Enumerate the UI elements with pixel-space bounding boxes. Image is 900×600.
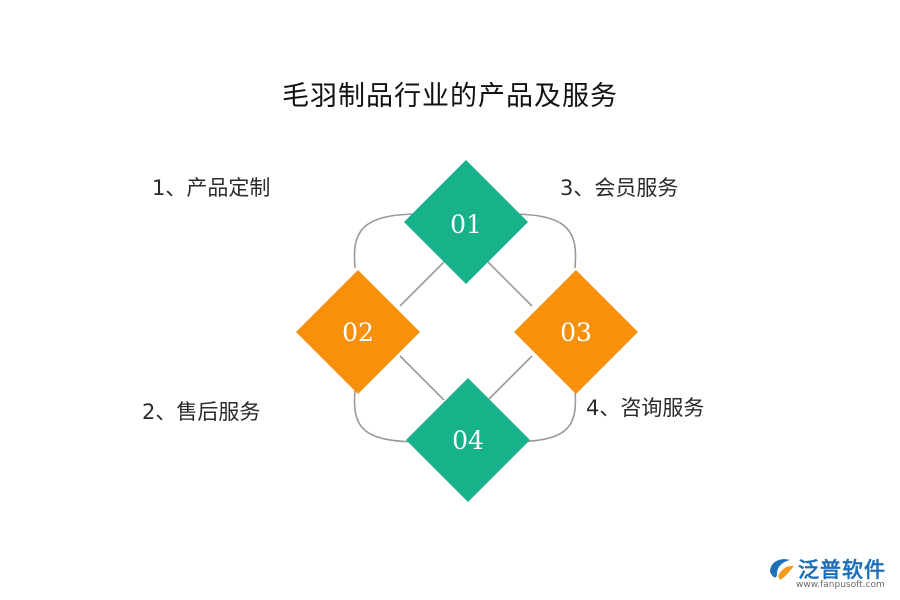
connector-outer-bottom-left	[353, 389, 423, 443]
diamond-node-01: 01	[404, 160, 528, 284]
diamond-shape	[404, 160, 528, 284]
connector-outer-top-left	[353, 213, 421, 269]
label-item-3: 3、会员服务	[560, 176, 679, 200]
page-title: 毛羽制品行业的产品及服务	[282, 81, 618, 112]
diamond-number: 03	[560, 318, 592, 347]
label-item-4: 4、咨询服务	[586, 396, 705, 420]
diamond-node-03: 03	[514, 270, 638, 394]
label-item-2: 2、售后服务	[142, 400, 261, 424]
connector-inner-bottom-right	[487, 355, 533, 401]
connector-inner-top-left	[399, 261, 445, 307]
connector-inner-top-right	[487, 261, 533, 307]
diamond-number: 02	[342, 318, 374, 347]
connector-inner-bottom-left	[399, 355, 445, 401]
diamond-number: 01	[450, 210, 482, 239]
brand-name: 泛普软件	[798, 558, 886, 582]
label-item-1: 1、产品定制	[152, 176, 271, 200]
diamond-number: 04	[452, 426, 484, 455]
fanpu-logo-icon	[770, 559, 794, 580]
connector-outer-top-right	[509, 213, 577, 269]
diamond-node-04: 04	[406, 378, 530, 502]
brand-logo: 泛普软件 www.fanpusoft.com	[766, 552, 896, 592]
brand-url: www.fanpusoft.com	[796, 580, 885, 590]
diamond-shape	[514, 270, 638, 394]
diamond-shape	[406, 378, 530, 502]
diamond-shape	[296, 270, 420, 394]
diamond-node-02: 02	[296, 270, 420, 394]
